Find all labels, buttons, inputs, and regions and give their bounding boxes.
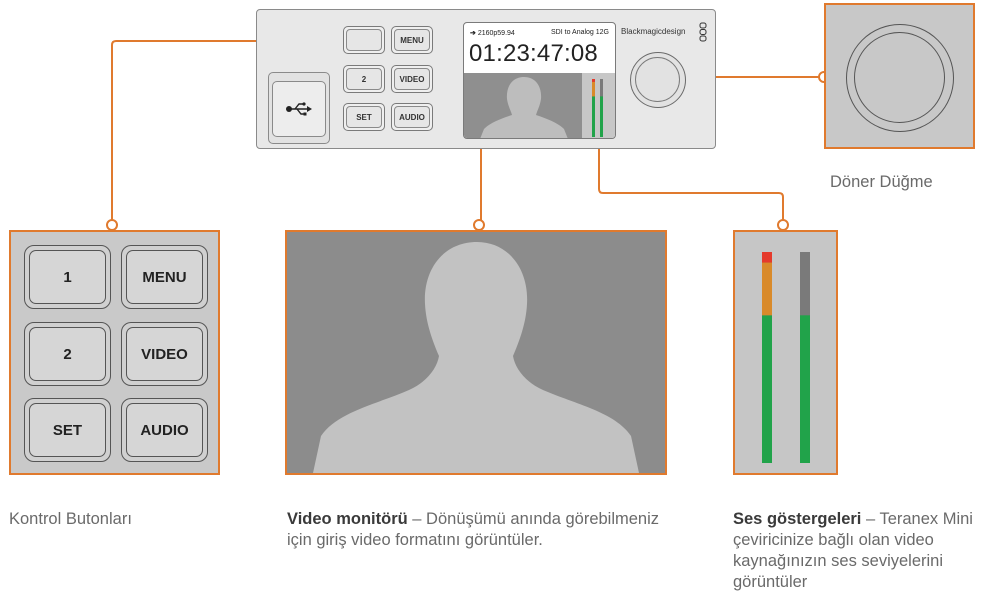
meter-bar-right	[600, 96, 603, 137]
device-rotary-knob[interactable]	[630, 52, 686, 108]
meter-bar-right	[800, 315, 810, 463]
zoom-control-buttons: 1 MENU 2 VIDEO SET AUDIO	[9, 230, 220, 475]
caption-video-text: – Dönüşümü anında görebilmeniz için giri…	[287, 510, 660, 549]
device-button-audio[interactable]: AUDIO	[391, 103, 433, 131]
meter-bar-left	[592, 96, 595, 137]
connector-dot	[777, 219, 789, 231]
device-button-video[interactable]: VIDEO	[391, 65, 433, 93]
caption-video-monitor: Video monitörü – Dönüşümü anında görebil…	[287, 509, 667, 551]
zoom-video-monitor	[285, 230, 667, 475]
screen-video-preview	[464, 73, 582, 138]
caption-audio-title: Ses göstergeleri	[733, 510, 862, 528]
timecode: 01:23:47:08	[469, 40, 598, 67]
control-button-1[interactable]: 1	[24, 245, 111, 309]
meter-bar-left	[592, 81, 595, 97]
meter-bar-left	[762, 315, 772, 463]
screen-audio-meters	[582, 73, 615, 138]
input-icon: ➔	[470, 30, 478, 37]
meter-bar-left	[762, 262, 772, 316]
caption-rotary-knob: Döner Düğme	[830, 173, 933, 191]
caption-video-title: Video monitörü	[287, 510, 408, 528]
device-lcd-screen: ➔ 2160p59.94 SDI to Analog 12G 01:23:47:…	[463, 22, 616, 139]
control-button-2[interactable]: 2	[24, 322, 111, 386]
brand-logo: Blackmagicdesign	[621, 27, 686, 36]
screen-status-bar: ➔ 2160p59.94 SDI to Analog 12G	[470, 29, 609, 39]
conversion-mode: SDI to Analog 12G	[551, 29, 609, 36]
device-button-1[interactable]	[343, 26, 385, 54]
device-button-menu[interactable]: MENU	[391, 26, 433, 54]
caption-audio-meters: Ses göstergeleri – Teranex Mini çevirici…	[733, 509, 995, 593]
zoom-audio-meters	[733, 230, 838, 475]
video-format: 2160p59.94	[477, 30, 515, 37]
connector-dot	[473, 219, 485, 231]
device-button-set[interactable]: SET	[343, 103, 385, 131]
control-button-set[interactable]: SET	[24, 398, 111, 462]
device-button-2[interactable]: 2	[343, 65, 385, 93]
brand-mark-icon	[699, 22, 707, 42]
control-button-video[interactable]: VIDEO	[121, 322, 208, 386]
meter-bar-left	[592, 79, 595, 82]
person-silhouette-icon	[480, 77, 568, 138]
control-button-menu[interactable]: MENU	[121, 245, 208, 309]
meter-bar-left	[762, 252, 772, 263]
usb-icon	[286, 102, 312, 116]
caption-audio-text: – Teranex Mini çeviricinize bağlı olan v…	[733, 510, 973, 591]
person-silhouette-icon	[313, 242, 639, 473]
control-button-audio[interactable]: AUDIO	[121, 398, 208, 462]
connector-dot	[106, 219, 118, 231]
caption-control-buttons: Kontrol Butonları	[9, 510, 132, 528]
rotary-knob-icon	[846, 24, 954, 132]
device-panel: MENU 2 VIDEO SET AUDIO ➔ 2160p59.94 SDI …	[256, 9, 716, 149]
zoom-rotary-knob	[824, 3, 975, 149]
usb-port	[268, 72, 330, 144]
